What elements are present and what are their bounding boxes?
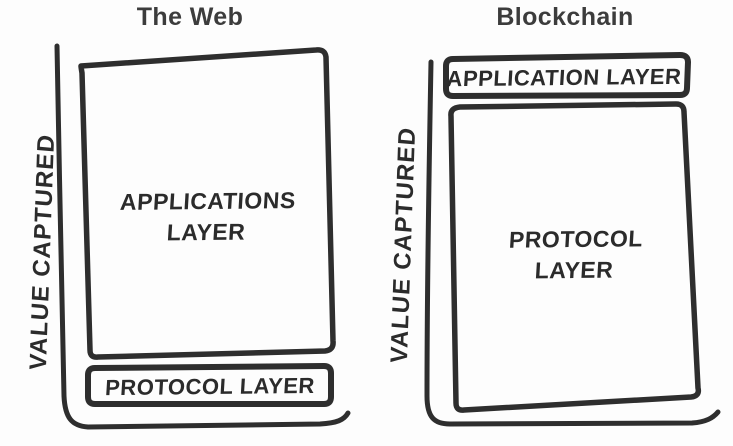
web-axis-line bbox=[54, 43, 351, 430]
blockchain-axis-line bbox=[424, 59, 721, 427]
blockchain-panel-title: Blockchain bbox=[496, 3, 634, 31]
web-applications-box bbox=[78, 47, 336, 360]
blockchain-application-box bbox=[443, 52, 691, 99]
web-applications-layer-label: APPLICATIONS LAYER bbox=[119, 187, 297, 246]
web-protocol-box bbox=[85, 363, 334, 407]
blockchain-protocol-box bbox=[448, 101, 702, 413]
web-panel-title: The Web bbox=[136, 3, 244, 31]
blockchain-protocol-layer-label: PROTOCOL LAYER bbox=[508, 225, 644, 284]
web-protocol-layer-label: PROTOCOL LAYER bbox=[104, 372, 316, 401]
blockchain-application-layer-label: APPLICATION LAYER bbox=[445, 63, 683, 92]
